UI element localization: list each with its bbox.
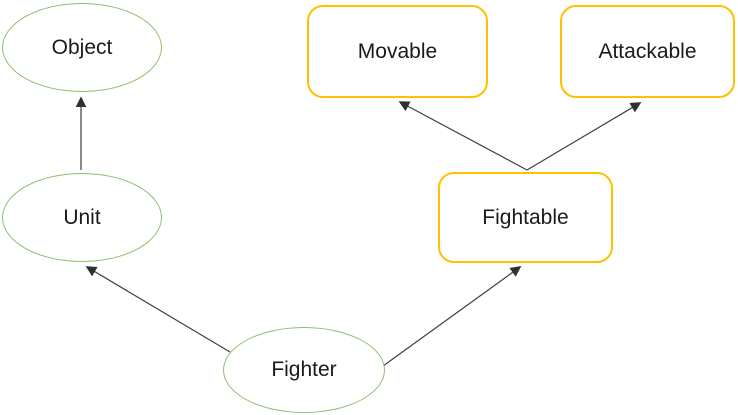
edge-fighter-to-fightable (382, 266, 522, 367)
node-fighter: Fighter (223, 327, 385, 413)
edge-fightable-to-attackable (526, 102, 642, 171)
node-unit: Unit (2, 173, 162, 262)
node-fightable-label: Fightable (482, 205, 569, 229)
node-attackable-label: Attackable (598, 39, 697, 63)
node-fighter-label: Fighter (271, 358, 337, 381)
node-object-label: Object (51, 35, 113, 59)
edge-fighter-to-unit (85, 266, 231, 353)
node-movable: Movable (307, 5, 488, 98)
node-object: Object (2, 3, 162, 92)
node-attackable: Attackable (560, 5, 735, 98)
edge-fightable-to-movable (398, 101, 528, 171)
node-movable-label: Movable (357, 39, 438, 63)
node-fightable: Fightable (438, 172, 613, 263)
node-unit-label: Unit (63, 205, 101, 229)
